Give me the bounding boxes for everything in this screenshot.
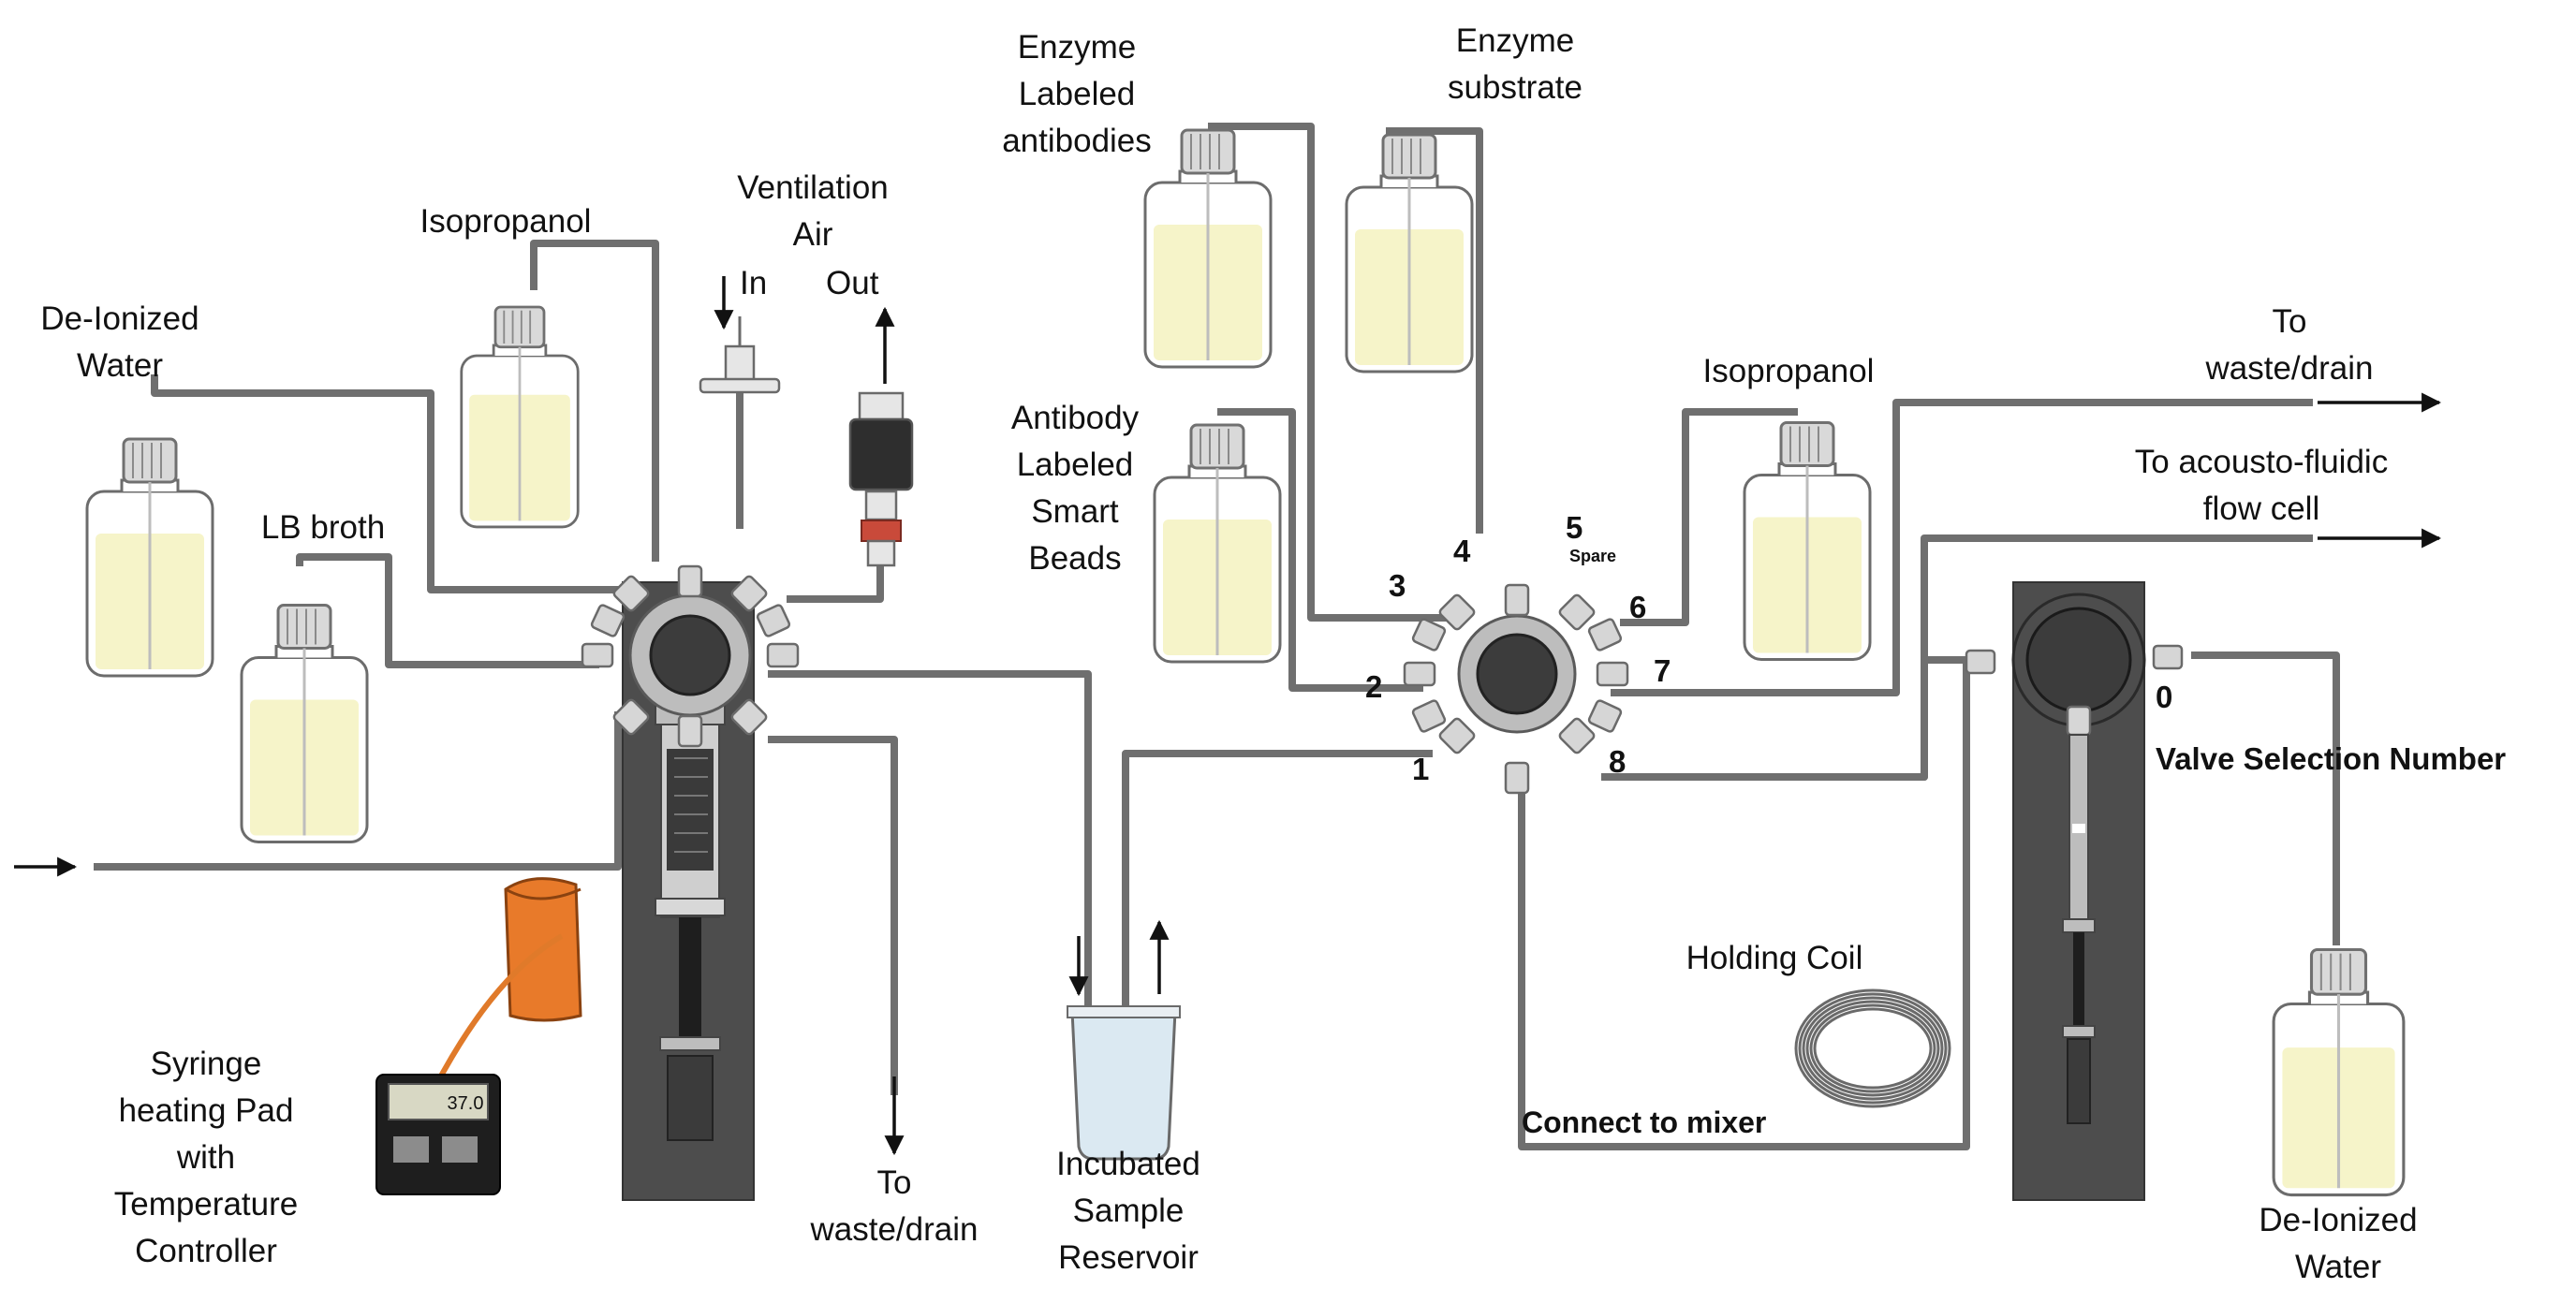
label-deionized-water-right-1: De-Ionized bbox=[2259, 1202, 2417, 1238]
temperature-controller bbox=[375, 1074, 501, 1195]
label-enzyme-antibodies-2: Labeled bbox=[1019, 76, 1136, 112]
bottle-lb-broth bbox=[240, 603, 369, 844]
bottle-deionized-water-right bbox=[2272, 947, 2406, 1197]
label-isopropanol-left: Isopropanol bbox=[420, 203, 592, 240]
valve-number-0: 0 bbox=[2156, 680, 2172, 714]
label-antibody-beads-2: Labeled bbox=[1017, 447, 1134, 483]
label-vent-out: Out bbox=[826, 265, 879, 301]
bottle-enzyme-labeled-antibodies bbox=[1143, 128, 1273, 369]
valve-number-8: 8 bbox=[1609, 744, 1626, 779]
label-to-waste-right-1: To bbox=[2273, 303, 2307, 340]
bottle-isopropanol-left bbox=[460, 305, 580, 529]
label-syringe-heating-2: heating Pad bbox=[119, 1092, 294, 1129]
bottle-isopropanol-right bbox=[1743, 420, 1872, 662]
label-incubated-3: Reservoir bbox=[1058, 1239, 1199, 1276]
valve-number-5: 5 bbox=[1566, 510, 1582, 545]
bottle-deionized-water-left bbox=[85, 437, 214, 678]
label-to-waste-left-1: To bbox=[877, 1164, 912, 1201]
label-to-waste-right-2: waste/drain bbox=[2205, 350, 2374, 387]
valve-number-4: 4 bbox=[1453, 534, 1471, 568]
label-syringe-heating-4: Temperature bbox=[114, 1186, 298, 1222]
valve-number-7: 7 bbox=[1654, 653, 1671, 688]
label-syringe-heating-3: with bbox=[176, 1139, 235, 1176]
valve-number-3: 3 bbox=[1389, 568, 1406, 603]
label-deionized-water-left-1: De-Ionized bbox=[40, 300, 199, 337]
label-to-waste-left-2: waste/drain bbox=[810, 1211, 979, 1248]
valve-number-6: 6 bbox=[1629, 590, 1646, 624]
tubing-right bbox=[1208, 123, 2340, 1150]
vent-out-filter bbox=[848, 391, 914, 567]
holding-coil bbox=[1794, 988, 1951, 1108]
controller-display-text: 37.0 bbox=[448, 1093, 484, 1114]
label-vent-in: In bbox=[740, 265, 767, 301]
label-enzyme-antibodies-1: Enzyme bbox=[1018, 29, 1136, 66]
label-enzyme-substrate-1: Enzyme bbox=[1456, 22, 1574, 59]
left-distribution-valve bbox=[581, 564, 800, 748]
label-antibody-beads-4: Beads bbox=[1028, 540, 1121, 577]
bottle-enzyme-substrate bbox=[1345, 133, 1474, 373]
label-syringe-heating-5: Controller bbox=[135, 1233, 277, 1269]
label-valve-selection-number: Valve Selection Number bbox=[2156, 741, 2506, 776]
right-distribution-valve bbox=[1403, 583, 1629, 795]
label-syringe-heating-1: Syringe bbox=[151, 1046, 262, 1082]
label-holding-coil: Holding Coil bbox=[1686, 940, 1863, 976]
valve-number-1: 1 bbox=[1412, 752, 1429, 786]
tubing-left bbox=[94, 240, 1433, 1095]
label-enzyme-antibodies-3: antibodies bbox=[1002, 123, 1152, 159]
label-ventilation-1: Ventilation bbox=[737, 169, 889, 206]
syringe-heating-pad bbox=[435, 877, 582, 1083]
label-isopropanol-right: Isopropanol bbox=[1703, 353, 1875, 389]
label-incubated-1: Incubated bbox=[1056, 1146, 1200, 1182]
vent-in-filter bbox=[699, 316, 781, 394]
label-flow-cell-1: To acousto-fluidic bbox=[2135, 444, 2388, 480]
label-incubated-2: Sample bbox=[1073, 1193, 1185, 1229]
label-ventilation-2: Air bbox=[793, 216, 833, 253]
incubated-sample-reservoir bbox=[1067, 1005, 1181, 1161]
valve-number-2: 2 bbox=[1365, 669, 1382, 704]
label-enzyme-substrate-2: substrate bbox=[1448, 69, 1582, 106]
label-deionized-water-right-2: Water bbox=[2295, 1249, 2381, 1285]
label-antibody-beads-1: Antibody bbox=[1011, 400, 1140, 436]
label-lb-broth: LB broth bbox=[261, 509, 385, 546]
label-deionized-water-left-2: Water bbox=[77, 347, 163, 384]
label-connect-to-mixer: Connect to mixer bbox=[1522, 1105, 1766, 1139]
bottle-antibody-smart-beads bbox=[1153, 423, 1282, 664]
label-spare: Spare bbox=[1569, 547, 1616, 565]
label-flow-cell-2: flow cell bbox=[2203, 490, 2319, 527]
right-syringe-pump bbox=[1965, 581, 2184, 1201]
label-antibody-beads-3: Smart bbox=[1031, 493, 1119, 530]
